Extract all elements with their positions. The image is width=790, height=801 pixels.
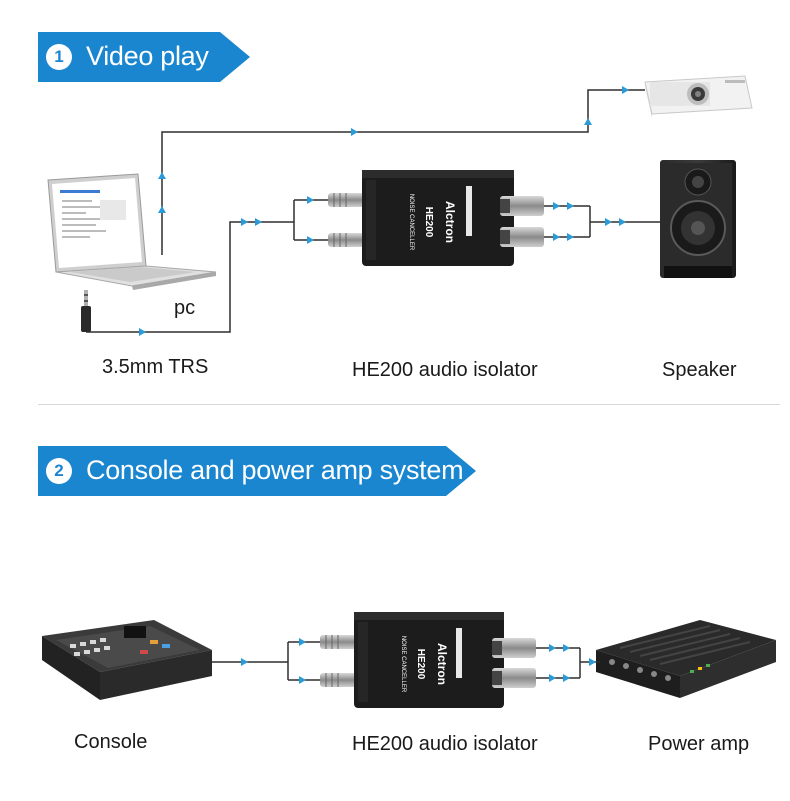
console-icon xyxy=(42,620,212,700)
banner-arrow-shape xyxy=(38,32,250,82)
isolator-label-2: HE200 audio isolator xyxy=(352,733,538,755)
section-2-number: 2 xyxy=(46,458,72,484)
section-2-title: Console and power amp system xyxy=(86,455,464,485)
he200-isolator-2: HE200 NOISE CANCELLER Alctron xyxy=(320,612,536,708)
console-label: Console xyxy=(74,731,148,753)
device-brand-text: Alctron xyxy=(443,201,457,243)
he200-isolator-1: HE200 NOISE CANCELLER Alctron xyxy=(328,170,544,266)
power-amp-label: Power amp xyxy=(648,733,750,755)
section-divider xyxy=(38,404,780,405)
section-1-title: Video play xyxy=(86,41,209,71)
section-2-flow-arrows xyxy=(241,638,596,684)
section-1-number: 1 xyxy=(46,44,72,70)
section-2-cables xyxy=(212,641,600,681)
power-amp-icon xyxy=(596,620,776,698)
device-model-text: HE200 xyxy=(415,649,426,680)
trs-jack-icon xyxy=(81,290,91,332)
section-2-banner: 2 Console and power amp system xyxy=(38,446,476,496)
pc-label: pc xyxy=(174,297,196,319)
section-1-banner: 1 Video play xyxy=(38,32,250,82)
device-brand-text: Alctron xyxy=(435,643,449,685)
device-subtitle-text: NOISE CANCELLER xyxy=(400,636,406,693)
section-1-flow-arrows xyxy=(139,86,629,336)
isolator-label-1: HE200 audio isolator xyxy=(352,359,538,381)
speaker-label: Speaker xyxy=(662,359,737,381)
device-subtitle-text: NOISE CANCELLER xyxy=(408,194,414,251)
cable-label: 3.5mm TRS xyxy=(102,356,209,378)
banner-arrow-shape xyxy=(38,446,476,496)
speaker-icon xyxy=(660,160,736,278)
laptop-icon xyxy=(47,173,217,290)
projector-icon xyxy=(644,75,753,118)
device-model-text: HE200 xyxy=(423,207,434,238)
